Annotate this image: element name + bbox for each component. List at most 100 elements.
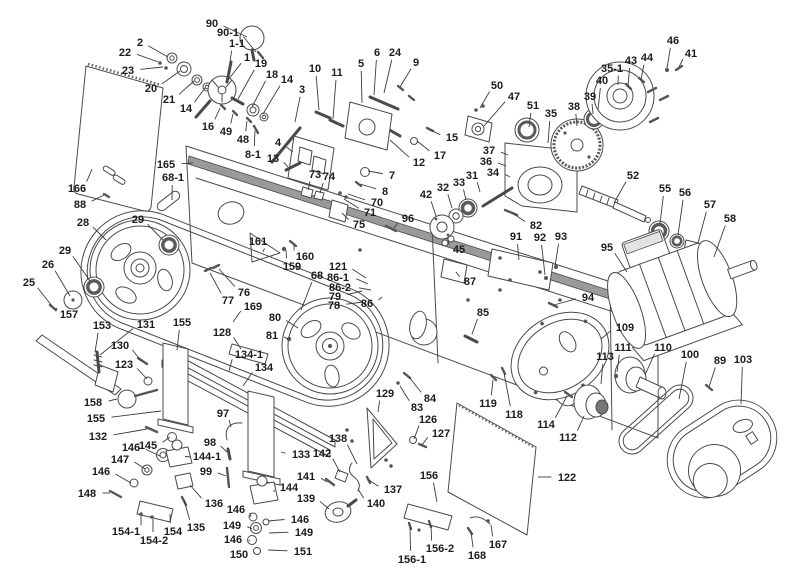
- part-number: 9: [413, 57, 419, 69]
- part-number: 92: [534, 232, 546, 244]
- part-label-146: 146: [267, 514, 309, 526]
- part-number: 45: [453, 244, 465, 256]
- part-label-55: 55: [659, 183, 671, 225]
- part-number: 144: [280, 482, 299, 494]
- leader-line: [373, 59, 377, 96]
- leader-line: [214, 107, 221, 120]
- worm-shaft: [578, 185, 651, 223]
- part-number: 68-1: [162, 172, 184, 184]
- leader-line: [429, 129, 441, 135]
- part-label-159: 159: [283, 249, 301, 273]
- leader-line: [740, 366, 743, 405]
- leader-line: [249, 512, 252, 518]
- leader-line: [600, 363, 604, 385]
- leader-line: [262, 85, 281, 115]
- part-label-165: 165: [157, 159, 194, 171]
- part-label-37: 37: [483, 145, 509, 157]
- part-number: 3: [299, 84, 305, 96]
- leader-line: [145, 448, 161, 457]
- part-number: 74: [323, 171, 336, 183]
- leader-line: [614, 253, 628, 273]
- leader-line: [268, 531, 289, 534]
- part-number: 147: [111, 454, 129, 466]
- part-number: 39: [584, 91, 596, 103]
- part-number: 32: [437, 182, 449, 194]
- leader-line: [575, 113, 578, 127]
- part-number: 157: [60, 309, 78, 321]
- leader-line: [597, 87, 601, 111]
- leader-line: [697, 211, 707, 244]
- right-door-panel: [447, 402, 537, 536]
- part-number: 90: [206, 18, 218, 30]
- part-label-43: 43: [625, 55, 637, 87]
- part-label-52: 52: [613, 170, 639, 204]
- part-number: 26: [42, 259, 54, 271]
- part-label-29: 29: [132, 214, 164, 241]
- part-number: 146: [227, 504, 245, 516]
- part-label-20: 20: [145, 70, 181, 95]
- leader-line: [343, 198, 360, 209]
- part-number: 80: [269, 312, 281, 324]
- part-number: 77: [222, 295, 234, 307]
- leader-line: [178, 80, 195, 95]
- part-label-146: 146: [224, 534, 251, 546]
- part-number: 141: [297, 471, 315, 483]
- part-number: 2: [137, 37, 143, 49]
- leader-line: [54, 270, 71, 297]
- part-label-49: 49: [220, 113, 234, 138]
- part-number: 86-1: [327, 272, 349, 284]
- leader-line: [541, 244, 546, 276]
- leader-line: [209, 272, 222, 294]
- part-label-10: 10: [309, 63, 321, 111]
- leader-line: [285, 249, 287, 259]
- part-label-168: 168: [468, 531, 486, 562]
- part-label-100: 100: [678, 349, 699, 400]
- part-number: 149: [223, 520, 241, 532]
- part-label-80: 80: [269, 312, 299, 329]
- leader-line: [554, 243, 560, 267]
- pin-85: [463, 334, 479, 344]
- part-label-22: 22: [119, 47, 159, 63]
- part-number: 146: [224, 534, 242, 546]
- driven-pulley-112: [563, 384, 609, 420]
- part-number: 6: [374, 47, 380, 59]
- part-number: 21: [163, 94, 175, 106]
- part-label-132: 132: [89, 428, 148, 443]
- part-number: 132: [89, 431, 107, 443]
- part-label-93: 93: [554, 231, 567, 267]
- pin-99: [225, 466, 231, 489]
- part-number: 168: [468, 550, 486, 562]
- part-label-123: 123: [115, 359, 148, 380]
- part-number: 112: [559, 432, 577, 444]
- cover-screw-89: [704, 383, 714, 392]
- leader-line: [389, 139, 410, 158]
- part-number: 111: [614, 342, 631, 354]
- part-number: 31: [466, 170, 478, 182]
- part-label-21: 21: [163, 80, 195, 106]
- part-label-13: 13: [267, 153, 289, 168]
- leader-line: [408, 376, 422, 393]
- part-number: 110: [654, 342, 672, 354]
- part-number: 169: [244, 301, 262, 313]
- leader-line: [217, 472, 227, 477]
- leader-line: [223, 25, 248, 38]
- part-number: 23: [122, 65, 134, 77]
- part-label-8: 8: [359, 183, 388, 198]
- part-label-144-1: 144-1: [185, 451, 221, 463]
- part-label-154-2: 154-2: [140, 518, 168, 547]
- part-number: 25: [23, 277, 35, 289]
- part-label-76: 76: [218, 268, 250, 299]
- part-label-135: 135: [183, 499, 205, 534]
- part-label-9: 9: [399, 57, 419, 88]
- part-label-154: 154: [164, 513, 183, 538]
- part-number: 8: [382, 186, 388, 198]
- part-label-128: 128: [213, 327, 242, 350]
- machine-line-art: [35, 25, 778, 555]
- part-label-133: 133: [280, 449, 310, 461]
- part-number: 14: [281, 74, 294, 86]
- part-label-146: 146: [92, 466, 132, 484]
- part-label-134: 134: [242, 362, 274, 387]
- leader-line: [553, 298, 577, 306]
- part-label-140: 140: [357, 488, 385, 510]
